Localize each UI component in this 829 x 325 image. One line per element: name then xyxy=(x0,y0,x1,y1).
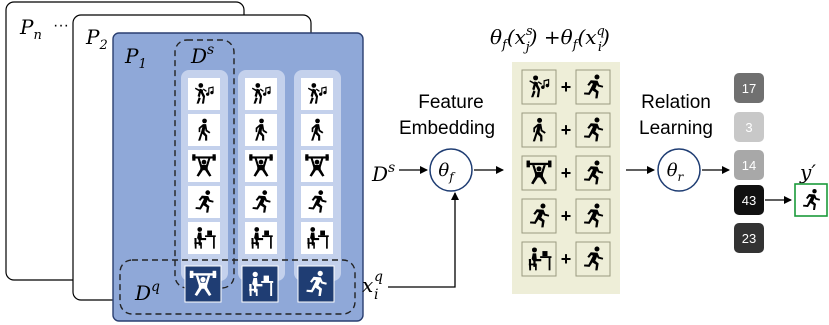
output-label: y′ xyxy=(799,160,816,184)
walking-icon xyxy=(301,114,333,146)
pair-plus-sign: + xyxy=(561,77,572,97)
relation-title-line2: Learning xyxy=(639,118,713,139)
dancing-icon xyxy=(245,78,277,110)
pair-plus-sign: + xyxy=(561,163,572,183)
embedding-node xyxy=(429,148,473,192)
desk-work-icon xyxy=(245,222,277,254)
relation-score-box: 43 xyxy=(734,185,764,215)
running-icon xyxy=(575,155,611,191)
desk-work-icon xyxy=(301,222,333,254)
embedding-title-line1: Feature xyxy=(418,92,483,113)
prediction-output: y′ xyxy=(794,160,828,217)
desk-work-icon xyxy=(241,265,279,303)
pair-plus-sign: + xyxy=(561,120,572,140)
relation-score-value: 14 xyxy=(742,158,756,173)
query-input-sub: i xyxy=(374,287,378,303)
running-icon xyxy=(575,69,611,105)
running-icon xyxy=(575,112,611,148)
feature-embedding: Feature Embedding θf xyxy=(399,92,504,192)
relation-node-symbol: θr xyxy=(667,160,685,184)
weightlifting-icon xyxy=(184,265,222,303)
relation-title-line1: Relation xyxy=(641,92,711,113)
query-input-label: x xyxy=(362,273,373,297)
query-set-outline xyxy=(119,259,356,315)
weightlifting-icon xyxy=(521,155,557,191)
walking-icon xyxy=(188,114,220,146)
weightlifting-icon xyxy=(301,150,333,182)
query-input-sup: q xyxy=(374,269,383,285)
walking-icon xyxy=(245,114,277,146)
inputs: Ds x q i xyxy=(362,160,459,303)
support-icons xyxy=(188,78,333,254)
dancing-icon xyxy=(188,78,220,110)
dancing-icon xyxy=(521,69,557,105)
query-icons xyxy=(184,265,335,303)
relation-score-value: 23 xyxy=(742,231,756,246)
relation-score-box: 23 xyxy=(734,223,764,253)
query-set-label: Dq xyxy=(134,279,160,305)
running-icon xyxy=(188,186,220,218)
relation-score-value: 17 xyxy=(742,81,756,96)
relation-score-value: 3 xyxy=(745,120,752,135)
relation-learning: Relation Learning θr 17 3 14 43 23 xyxy=(639,73,792,253)
weightlifting-icon xyxy=(188,150,220,182)
embedding-title-line2: Embedding xyxy=(399,118,495,139)
support-set-label: Ds xyxy=(190,42,214,68)
desk-work-icon xyxy=(521,241,557,277)
page-n-label: Pn xyxy=(19,15,42,43)
running-icon xyxy=(575,198,611,234)
page-ellipsis: ··· xyxy=(53,17,69,34)
query-to-embedding-arrow xyxy=(388,192,459,288)
weightlifting-icon xyxy=(245,150,277,182)
pair-plus-sign: + xyxy=(561,249,572,269)
running-icon xyxy=(575,241,611,277)
running-icon xyxy=(297,265,335,303)
page-2-label: P2 xyxy=(85,25,108,53)
running-icon xyxy=(245,186,277,218)
relation-score-value: 43 xyxy=(742,193,756,208)
task-pages: Pn ··· P2 P1 Ds Dq xyxy=(5,1,364,322)
desk-work-icon xyxy=(188,222,220,254)
embedding-node-symbol: θf xyxy=(438,160,456,184)
relation-node xyxy=(657,148,701,192)
walking-icon xyxy=(521,112,557,148)
running-icon xyxy=(301,186,333,218)
relation-score-box: 3 xyxy=(734,112,764,142)
relation-scores: 17 3 14 43 23 xyxy=(734,73,764,253)
support-input-label: Ds xyxy=(371,160,395,186)
dancing-icon xyxy=(301,78,333,110)
relation-score-box: 14 xyxy=(734,150,764,180)
relation-score-box: 17 xyxy=(734,73,764,103)
page-1-label: P1 xyxy=(124,44,147,72)
feature-pairs: + + + + + xyxy=(521,69,611,277)
running-icon xyxy=(521,198,557,234)
pair-plus-sign: + xyxy=(561,206,572,226)
